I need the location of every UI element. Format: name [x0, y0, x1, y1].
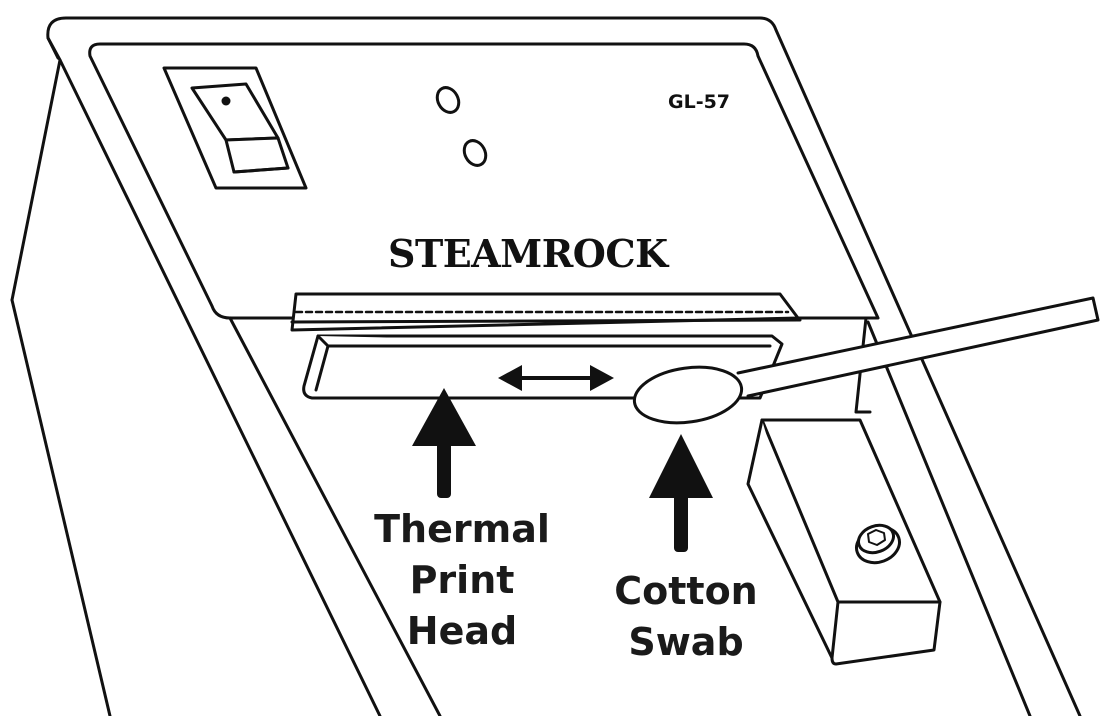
brand-label: STEAMROCK	[388, 231, 670, 276]
front-panel	[88, 42, 880, 320]
rocker-switch-icon[interactable]	[162, 66, 308, 190]
cotton-swab	[632, 296, 1100, 425]
hex-socket-screw-icon	[855, 523, 901, 565]
print-head-pointer-arrow	[412, 388, 476, 498]
thermal-print-head-label: Thermal Print Head	[374, 504, 550, 657]
label-line: Thermal	[374, 507, 550, 551]
cotton-swab-label: Cotton Swab	[606, 566, 766, 668]
led-indicator-icon	[435, 86, 488, 167]
label-line: Print	[409, 558, 515, 602]
label-line: Cotton	[614, 569, 758, 613]
cabinet-face	[228, 316, 1032, 716]
label-line: Swab	[628, 620, 744, 664]
double-arrow-icon	[498, 365, 614, 391]
paper-slot	[290, 292, 802, 332]
cotton-swab-pointer-arrow	[649, 434, 713, 552]
model-label: GL-57	[668, 91, 730, 113]
label-line: Head	[406, 609, 518, 653]
